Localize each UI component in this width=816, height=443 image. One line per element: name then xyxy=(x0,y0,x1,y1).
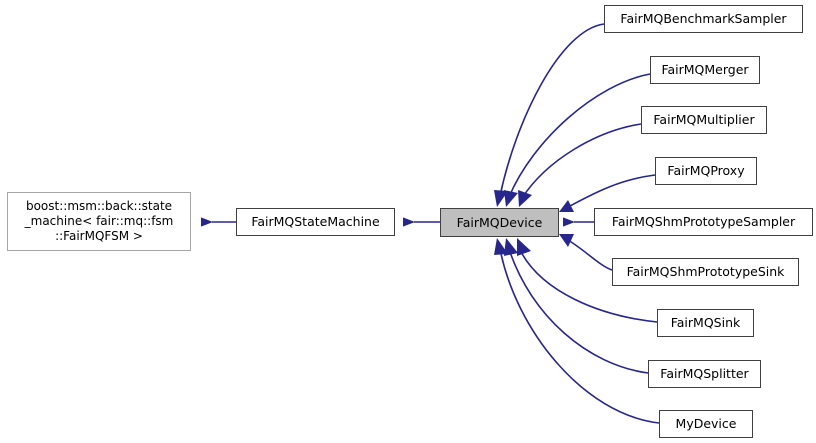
node-fairmqstatemachine[interactable]: FairMQStateMachine xyxy=(236,208,395,236)
node-label: FairMQProxy xyxy=(667,163,745,179)
node-label: FairMQStateMachine xyxy=(251,214,380,230)
node-label: FairMQDevice xyxy=(456,214,543,230)
node-fairmqshmprototypesampler[interactable]: FairMQShmPrototypeSampler xyxy=(594,208,813,236)
edge-multiplier-to-device xyxy=(518,123,642,207)
node-fairmqbenchmarksampler[interactable]: FairMQBenchmarkSampler xyxy=(604,5,803,33)
edge-proxy-to-device xyxy=(559,174,656,212)
node-label: boost::msm::back::state _machine< fair::… xyxy=(24,199,174,243)
edge-benchmarksampler-to-device xyxy=(494,23,605,207)
node-label: FairMQMultiplier xyxy=(653,112,755,128)
edge-shmprototypesink-to-device xyxy=(559,234,613,271)
node-label: FairMQSink xyxy=(670,315,741,331)
node-label: FairMQSplitter xyxy=(660,366,749,382)
node-label: FairMQShmPrototypeSink xyxy=(626,264,785,280)
node-label: FairMQShmPrototypeSampler xyxy=(611,214,796,230)
node-fairmqmultiplier[interactable]: FairMQMultiplier xyxy=(641,106,767,134)
node-boost-msm-back-state-machine[interactable]: boost::msm::back::state _machine< fair::… xyxy=(7,192,191,251)
node-fairmqsink[interactable]: FairMQSink xyxy=(657,309,754,337)
node-fairmqshmprototypesink[interactable]: FairMQShmPrototypeSink xyxy=(612,258,799,286)
node-label: FairMQMerger xyxy=(661,62,749,78)
node-mydevice[interactable]: MyDevice xyxy=(659,410,753,438)
node-fairmqdevice[interactable]: FairMQDevice xyxy=(440,208,559,237)
node-fairmqmerger[interactable]: FairMQMerger xyxy=(650,56,760,84)
edge-merger-to-device xyxy=(504,73,651,207)
node-fairmqproxy[interactable]: FairMQProxy xyxy=(655,157,757,185)
node-label: MyDevice xyxy=(675,416,737,432)
node-fairmqsplitter[interactable]: FairMQSplitter xyxy=(648,360,761,388)
node-label: FairMQBenchmarkSampler xyxy=(620,11,787,27)
